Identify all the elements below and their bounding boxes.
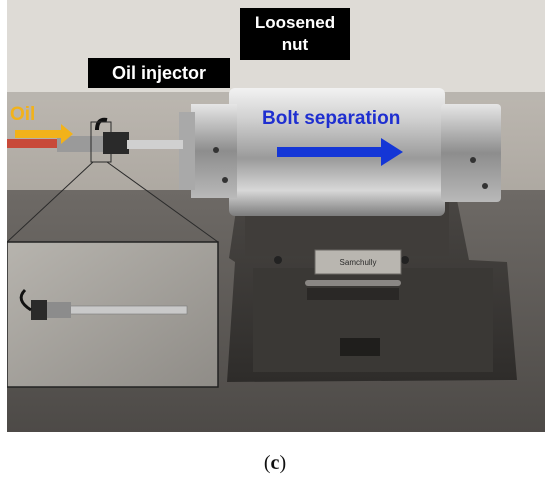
- figure-caption: (c): [263, 452, 287, 474]
- zoom-line-left: [7, 161, 94, 243]
- oil-injector: [7, 117, 183, 154]
- name-plate: Samchully: [314, 249, 402, 275]
- inset-photo: [7, 241, 219, 388]
- zoom-line-right: [106, 161, 219, 243]
- bolt-separation-label: Bolt separation: [262, 108, 401, 129]
- inset-injector-rod: [66, 305, 188, 315]
- end-cap: [441, 104, 501, 202]
- zoom-source-box: [90, 121, 112, 163]
- loosened-nut-label-line1: Loosened: [254, 13, 336, 32]
- oil-arrow: [15, 124, 73, 144]
- svg-text:Samchully: Samchully: [340, 258, 377, 267]
- handle: [305, 280, 401, 286]
- oil-injector-label: Oil injector: [88, 58, 230, 88]
- photo: Samchully: [7, 0, 545, 432]
- bolt-separation-arrow: [277, 138, 403, 166]
- loosened-nut-label: Loosened nut: [240, 8, 350, 60]
- caption-letter: c: [270, 452, 280, 474]
- oil-label: Oil: [10, 104, 36, 125]
- loosened-nut-label-line2: nut: [281, 35, 309, 54]
